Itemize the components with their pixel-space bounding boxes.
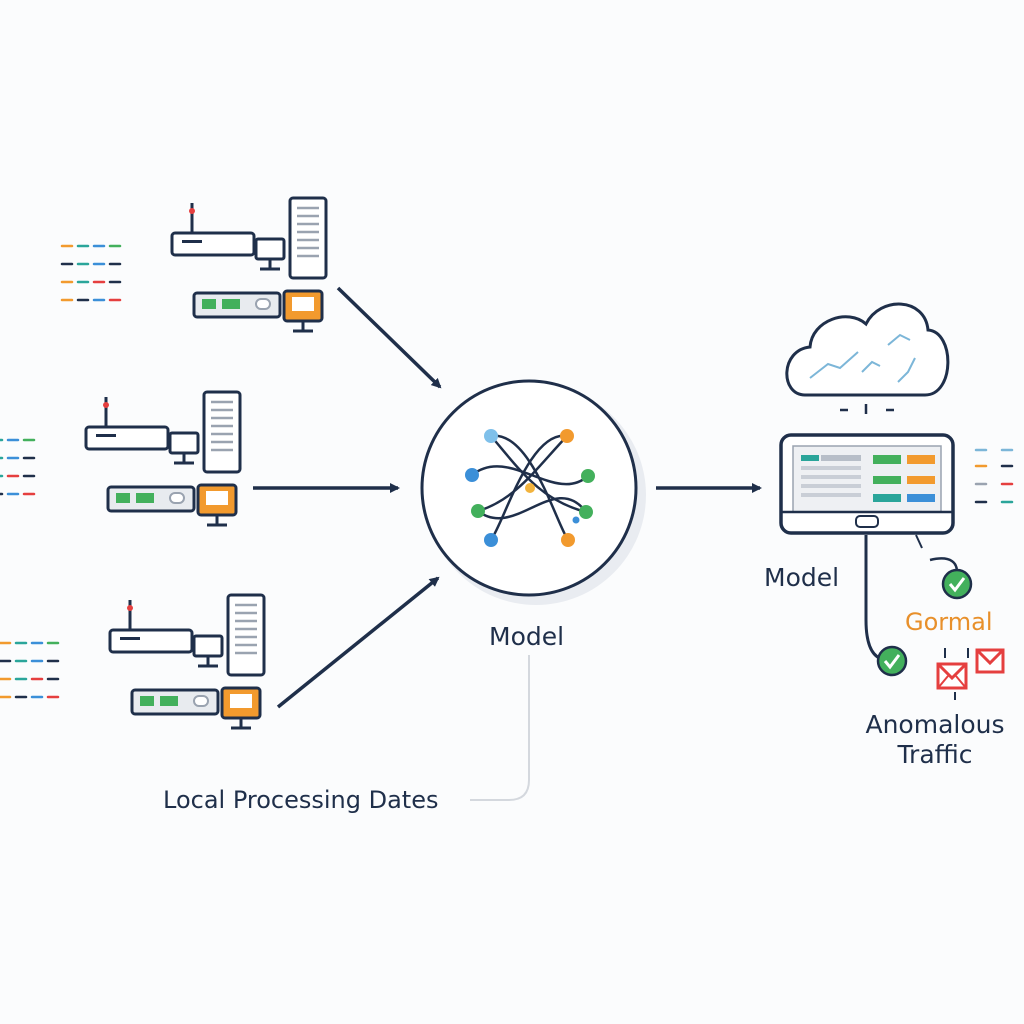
arrow-top-to-model bbox=[336, 286, 442, 389]
alert-marks bbox=[944, 648, 969, 700]
tick-mark bbox=[915, 534, 923, 549]
normal-connector bbox=[864, 535, 889, 662]
anomalous-traffic-label: Anomalous Traffic bbox=[850, 710, 1020, 770]
edge-device-cluster-middle bbox=[0, 390, 242, 527]
checkmark-icon bbox=[941, 568, 973, 600]
cloud-icon bbox=[785, 302, 950, 414]
normal-traffic-label: Gormal bbox=[905, 608, 993, 636]
envelope-alert-icon bbox=[975, 648, 1005, 674]
arrow-bottom-to-model bbox=[276, 576, 440, 709]
edge-device-cluster-top bbox=[60, 196, 328, 333]
local-processing-label: Local Processing Dates bbox=[163, 786, 439, 814]
outbound-traffic-lines bbox=[974, 448, 1014, 504]
dashboard-model-label: Model bbox=[764, 563, 840, 592]
anomalous-label-line1: Anomalous bbox=[865, 710, 1005, 739]
edge-device-cluster-bottom bbox=[0, 593, 266, 730]
envelope-alert-icon bbox=[936, 662, 968, 690]
checkmark-icon bbox=[876, 645, 908, 677]
tablet-dashboard-icon bbox=[779, 433, 955, 535]
neural-network-icon bbox=[465, 429, 595, 547]
model-label: Model bbox=[489, 622, 565, 651]
local-processing-connector bbox=[470, 655, 530, 801]
anomalous-label-line2: Traffic bbox=[897, 740, 973, 769]
